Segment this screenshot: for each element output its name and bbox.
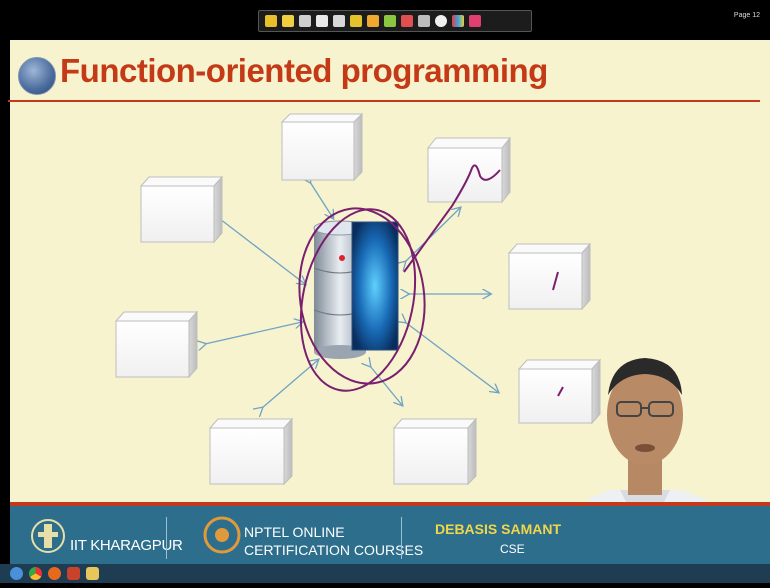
pen-tool-icon[interactable] [282,15,294,27]
taskbar [0,564,770,583]
function-box [392,417,478,486]
function-box [507,242,592,311]
footer-bar [10,502,770,568]
nptel-line2: CERTIFICATION COURSES [244,542,424,558]
function-box [139,175,224,244]
function-box [280,112,364,182]
page-number: Page 12 [733,12,760,19]
text-tool-icon[interactable] [350,15,362,27]
handwritten-annotation [298,164,564,397]
eraser-tool-icon[interactable] [299,15,311,27]
function-box [208,417,294,486]
dot-tool-icon[interactable] [435,15,447,27]
title-divider [8,100,760,102]
footer-divider [401,517,402,559]
marker-tool-icon[interactable] [333,15,345,27]
pointer-tool-icon[interactable] [265,15,277,27]
presenter-name: DEBASIS SAMANT [435,521,562,537]
nptel-line1: NPTEL ONLINE [244,524,345,540]
database-server-icon [313,220,399,359]
green-pen-tool-icon[interactable] [384,15,396,27]
pencil-tool-icon[interactable] [367,15,379,27]
start-button-icon[interactable] [10,567,23,580]
annotation-toolbar [258,10,532,32]
explorer-icon[interactable] [86,567,99,580]
firefox-icon[interactable] [48,567,61,580]
color-tool-icon[interactable] [452,15,464,27]
iit-logo-icon [31,519,65,553]
highlighter-tool-icon[interactable] [316,15,328,27]
powerpoint-icon[interactable] [67,567,80,580]
nptel-logo-icon [203,516,241,554]
function-box [426,136,512,204]
red-pen-tool-icon[interactable] [401,15,413,27]
function-box [114,310,199,379]
java-logo-icon [18,57,56,95]
chrome-icon[interactable] [29,567,42,580]
institute-name: IIT KHARAGPUR [70,537,183,554]
line-tool-icon[interactable] [418,15,430,27]
department: CSE [500,542,525,556]
slide-title: Function-oriented programming [60,52,548,89]
clear-tool-icon[interactable] [469,15,481,27]
footer-divider [166,517,167,559]
function-box [517,358,602,425]
